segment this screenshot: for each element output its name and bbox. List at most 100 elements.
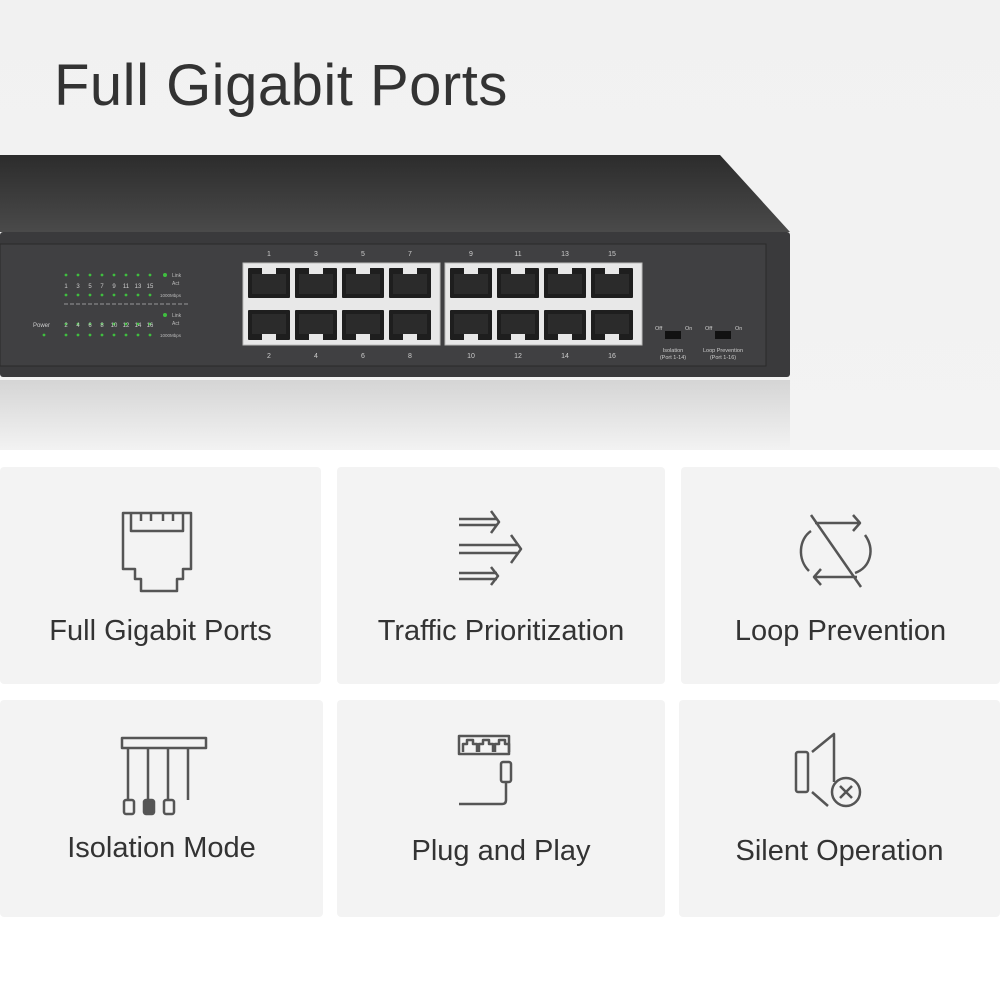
ethernet-port-icon [121,511,192,593]
led-port-number: 14 [135,323,142,329]
dip-name: Loop Prevention [703,348,743,354]
feature-label: Loop Prevention [734,615,947,647]
ethernet-port[interactable] [450,268,492,298]
led-port-number: 13 [135,284,142,290]
ethernet-port[interactable] [497,310,539,340]
power-led [42,333,46,337]
led-port-number: 9 [112,284,116,290]
feature-card: Plug and Play [337,700,665,917]
feature-label: Full Gigabit Ports [49,615,272,647]
port-led [76,322,80,326]
port-led [136,293,140,297]
led-port-number: 12 [123,323,130,329]
led-port-number: 15 [147,284,154,290]
plug-and-play-icon [457,734,513,806]
ethernet-port[interactable] [497,268,539,298]
port-led [148,322,152,326]
led-act-label: Act [172,281,180,287]
port-led [88,293,92,297]
port-led [76,293,80,297]
port-led [100,333,104,337]
priority-arrows-icon [459,510,523,586]
port-led [136,322,140,326]
ethernet-port[interactable] [342,268,384,298]
port-number: 4 [314,353,318,360]
dip-switch[interactable] [665,331,681,339]
port-number: 14 [561,353,569,360]
isolation-icon [120,736,207,816]
port-led [148,333,152,337]
dip-name: Isolation [663,348,684,354]
ethernet-port[interactable] [342,310,384,340]
dip-on-label: On [735,326,742,332]
led-link-label: Link [172,313,182,319]
port-number: 2 [267,353,271,360]
led-port-number: 1 [64,284,68,290]
port-number: 6 [361,353,365,360]
port-number: 3 [314,251,318,258]
ethernet-port[interactable] [450,310,492,340]
port-led [136,333,140,337]
dip-switch[interactable] [715,331,731,339]
feature-card: Full Gigabit Ports [0,467,321,684]
ethernet-port[interactable] [544,268,586,298]
ethernet-port[interactable] [248,268,290,298]
ethernet-port[interactable] [591,310,633,340]
port-led [112,293,116,297]
port-led [100,273,104,277]
ethernet-port[interactable] [389,310,431,340]
port-led [100,322,104,326]
ethernet-port[interactable] [295,310,337,340]
port-led [124,333,128,337]
led-port-number: 5 [88,284,92,290]
feature-label: Silent Operation [735,835,944,867]
port-led [100,293,104,297]
led-act-label: Act [172,321,180,327]
ethernet-port[interactable] [591,268,633,298]
port-led [88,322,92,326]
led-port-number: 8 [100,323,104,329]
ethernet-port[interactable] [389,268,431,298]
feature-label: Isolation Mode [67,832,256,864]
port-led [76,273,80,277]
page-title: Full Gigabit Ports [54,53,508,118]
port-number: 5 [361,251,365,258]
port-number: 7 [408,251,412,258]
silent-icon [794,732,861,808]
dip-off-label: Off [655,326,663,332]
dip-range: (Port 1-14) [660,355,686,361]
port-number: 1 [267,251,271,258]
port-led [64,293,68,297]
port-number: 8 [408,353,412,360]
port-number: 10 [467,353,475,360]
port-led [124,273,128,277]
port-led [148,293,152,297]
led-speed-label: 1000Mbps [160,293,182,298]
ethernet-port[interactable] [295,268,337,298]
led-port-number: 3 [76,284,80,290]
port-led [64,322,68,326]
power-label: Power [33,323,50,329]
feature-card: Silent Operation [679,700,1000,917]
dip-range: (Port 1-16) [710,355,736,361]
ethernet-port[interactable] [248,310,290,340]
port-led [148,273,152,277]
led-port-number: 7 [100,284,104,290]
port-number: 13 [561,251,569,258]
ethernet-port[interactable] [544,310,586,340]
port-led [76,333,80,337]
feature-label: Plug and Play [411,835,591,867]
port-led [64,273,68,277]
feature-card: Isolation Mode [0,700,323,917]
led-port-number: 10 [111,323,118,329]
port-led [64,333,68,337]
feature-card: Loop Prevention [681,467,1000,684]
port-number: 16 [608,353,616,360]
port-led [112,322,116,326]
port-number: 12 [514,353,522,360]
port-number: 11 [514,251,521,258]
feature-card: Traffic Prioritization [337,467,665,684]
port-led [112,333,116,337]
